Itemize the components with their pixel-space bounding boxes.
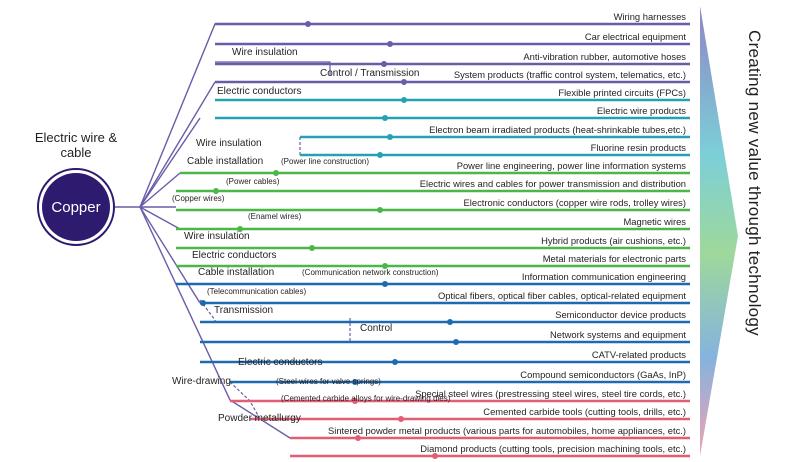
- copper-hub-label: Copper: [51, 199, 100, 216]
- product-lines: [176, 21, 690, 459]
- process-label-20: (Cemented carbide alloys for wire-drawin…: [281, 394, 451, 403]
- product-label-19: CATV-related products: [592, 349, 686, 360]
- product-node-10: [213, 188, 219, 194]
- product-label-14: Metal materials for electronic parts: [543, 253, 687, 264]
- product-node-15: [382, 281, 388, 287]
- product-label-2: Car electrical equipment: [585, 31, 686, 42]
- value-arrow: [700, 6, 738, 456]
- branch-line-13: [349, 318, 380, 343]
- branch-line-7: [139, 206, 201, 304]
- product-label-16: Optical fibers, optical fiber cables, op…: [438, 290, 686, 301]
- product-node-20: [352, 379, 358, 385]
- product-node-1: [305, 21, 311, 27]
- process-label-12: Cable installation: [198, 267, 274, 278]
- branch-line-3: [139, 117, 201, 208]
- process-label-14: (Telecommunication cables): [207, 287, 306, 296]
- product-node-13: [309, 245, 315, 251]
- process-label-10: Wire insulation: [184, 231, 250, 242]
- product-label-15: Information communication engineering: [522, 271, 686, 282]
- header-line-1: Electric wire &: [35, 130, 118, 145]
- process-label-17: Electric conductors: [238, 357, 322, 368]
- product-label-4: System products (traffic control system,…: [454, 69, 686, 80]
- product-node-23: [355, 435, 361, 441]
- product-node-21: [352, 398, 358, 404]
- process-label-8: (Copper wires): [172, 194, 225, 203]
- product-node-16: [200, 300, 206, 306]
- process-label-7: (Power cables): [226, 177, 280, 186]
- process-label-9: (Enamel wires): [248, 212, 302, 221]
- branch-line-9: [215, 61, 331, 76]
- product-label-24: Diamond products (cutting tools, precisi…: [420, 443, 686, 454]
- product-node-24: [432, 453, 438, 459]
- product-node-7: [387, 134, 393, 140]
- process-label-18: Wire-drawing: [172, 376, 231, 387]
- process-label-4: Wire insulation: [196, 138, 262, 149]
- process-label-3: Electric conductors: [217, 86, 301, 97]
- product-node-5: [401, 97, 407, 103]
- branch-line-2: [139, 81, 216, 208]
- process-label-11: Electric conductors: [192, 250, 276, 261]
- product-node-19: [392, 359, 398, 365]
- product-label-17: Semiconductor device products: [555, 309, 686, 320]
- product-label-20: Compound semiconductors (GaAs, InP): [520, 369, 686, 380]
- process-label-21: Powder metallurgy: [218, 413, 301, 424]
- copper-hub: [42, 173, 110, 241]
- product-label-11: Electronic conductors (copper wire rods,…: [464, 197, 686, 208]
- product-label-22: Cemented carbide tools (cutting tools, d…: [483, 406, 686, 417]
- product-node-11: [377, 207, 383, 213]
- product-node-3: [381, 61, 387, 67]
- header-line-2: cable: [60, 145, 91, 160]
- process-label-6: (Power line construction): [281, 157, 369, 166]
- product-label-9: Power line engineering, power line infor…: [457, 160, 687, 171]
- product-label-3: Anti-vibration rubber, automotive hoses: [523, 51, 686, 62]
- product-node-22: [398, 416, 404, 422]
- product-label-12: Magnetic wires: [623, 216, 686, 227]
- product-node-14: [382, 263, 388, 269]
- process-label-13: (Communication network construction): [302, 268, 439, 277]
- product-node-17: [447, 319, 453, 325]
- process-label-16: Control: [360, 323, 392, 334]
- product-node-2: [387, 41, 393, 47]
- process-label-5: Cable installation: [187, 156, 263, 167]
- product-label-21: Special steel wires (prestressing steel …: [415, 388, 686, 399]
- process-label-15: Transmission: [214, 305, 273, 316]
- product-label-10: Electric wires and cables for power tran…: [420, 178, 686, 189]
- product-label-18: Network systems and equipment: [550, 329, 686, 340]
- product-label-6: Electric wire products: [597, 105, 686, 116]
- branch-line-6: [139, 206, 181, 230]
- product-node-9: [273, 170, 279, 176]
- product-node-8: [377, 152, 383, 158]
- product-label-13: Hybrid products (air cushions, etc.): [541, 235, 686, 246]
- side-title: Creating new value through technology: [745, 30, 764, 336]
- process-label-1: Wire insulation: [232, 47, 298, 58]
- product-node-18: [453, 339, 459, 345]
- product-node-4: [401, 79, 407, 85]
- process-label-19: (Steel wires for valve springs): [276, 377, 381, 386]
- process-label-2: Control / Transmission: [320, 68, 419, 79]
- product-label-23: Sintered powder metal products (various …: [328, 425, 686, 436]
- product-node-12: [237, 226, 243, 232]
- branch-line-4: [139, 172, 181, 208]
- product-node-6: [382, 115, 388, 121]
- product-label-7: Electron beam irradiated products (heat-…: [429, 124, 686, 135]
- product-label-8: Fluorine resin products: [591, 142, 687, 153]
- product-label-1: Wiring harnesses: [614, 11, 687, 22]
- product-label-5: Flexible printed circuits (FPCs): [558, 87, 686, 98]
